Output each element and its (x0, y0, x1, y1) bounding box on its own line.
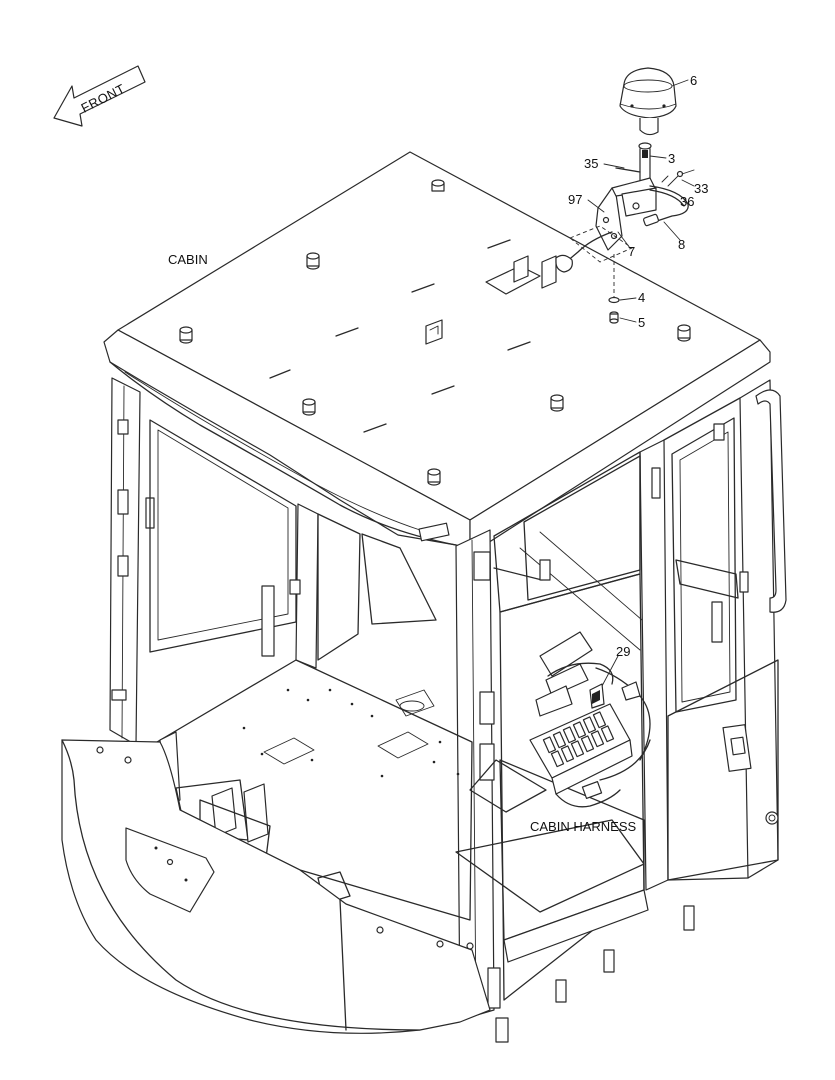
floor-bolts (242, 688, 460, 778)
beacon-assembly (555, 67, 689, 324)
callout-35: 35 (584, 156, 598, 171)
bolt-5 (609, 311, 619, 324)
roof-bosses (179, 179, 691, 486)
cabin-roof (103, 151, 771, 549)
cabin-label: CABIN (168, 252, 208, 267)
labels: CABIN CABIN HARNESS 6 3 35 33 36 97 7 8 … (168, 73, 708, 834)
front-arrow: FRONT (53, 65, 146, 127)
cabin-harness-label: CABIN HARNESS (530, 819, 637, 834)
callout-36: 36 (680, 194, 694, 209)
roof-slots (269, 239, 531, 433)
roof-brackets (425, 255, 557, 345)
pin-35 (615, 167, 641, 173)
washer-4 (608, 296, 620, 304)
callout-7: 7 (628, 244, 635, 259)
callout-33: 33 (694, 181, 708, 196)
beacon-cable (555, 185, 689, 273)
fuse-array (542, 711, 615, 768)
callout-3: 3 (668, 151, 675, 166)
beacon-bracket (595, 177, 657, 251)
cabin-harness-assembly (529, 631, 651, 808)
beacon-lamp (619, 67, 677, 136)
callout-29: 29 (616, 644, 630, 659)
callout-4: 4 (638, 290, 645, 305)
screws-33-36 (661, 170, 684, 187)
mount-footprint (569, 225, 633, 263)
callout-6: 6 (690, 73, 697, 88)
beacon-post (638, 142, 652, 185)
relay-29 (589, 683, 605, 709)
leader-lines (587, 79, 695, 687)
callout-8: 8 (678, 237, 685, 252)
callout-97: 97 (568, 192, 582, 207)
callout-5: 5 (638, 315, 645, 330)
cabin-frame (61, 377, 787, 1043)
